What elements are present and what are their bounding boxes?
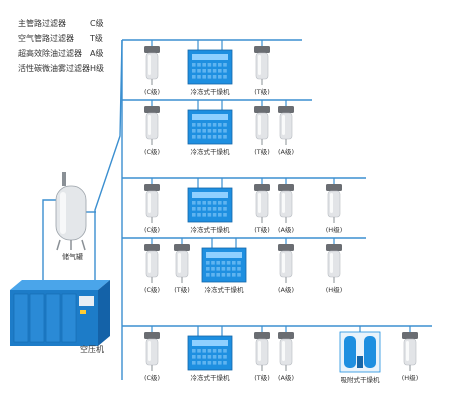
filter-grade-label: (A级) [278,285,294,294]
filter-grade-label: (A级) [278,373,294,382]
filter-grade-label: (C级) [144,225,160,234]
dryer-label: 冷冻式干燥机 [191,87,231,96]
legend-item-name: 活性碳微油雾过滤器 [18,64,90,73]
legend-item-t: 空气管路过滤器 T级 [18,33,138,48]
refrigerated-dryer: 冷冻式干燥机 [187,100,233,156]
filter-grade-label: (C级) [144,87,160,96]
filter-unit: (C级) [144,40,160,96]
branch-rows: (C级) 冷冻式干燥机 (T级) (C级) 冷冻式干燥机 (T级) (A级) (C级) 冷冻式干… [144,40,418,384]
refrigerated-dryer: 冷冻式干燥机 [187,40,233,96]
filter-grade-label: (T级) [254,87,270,96]
legend: 主管路过滤器 C级 空气管路过滤器 T级 超高效除油过滤器 A级 活性碳微油雾过… [18,18,138,78]
branch-row: (C级) 冷冻式干燥机 (T级) (A级) (H级) [144,178,342,234]
filter-unit: (T级) [254,178,270,234]
filter-grade-label: (H级) [326,225,342,234]
filter-unit: (T级) [254,326,270,382]
filter-grade-label: (T级) [254,225,270,234]
filter-unit: (C级) [144,238,160,294]
pipe-segment [94,39,123,282]
pipe-segment [42,199,56,290]
adsorption-dryer: 吸附式干燥机 [339,326,381,384]
dryer-label: 冷冻式干燥机 [191,225,231,234]
dryer-label: 冷冻式干燥机 [191,373,231,382]
tank-label: 储气罐 [62,252,83,261]
legend-item-grade: T级 [90,34,103,43]
filter-unit: (C级) [144,326,160,382]
filter-unit: (C级) [144,100,160,156]
filter-unit: (A级) [278,178,294,234]
refrigerated-dryer: 冷冻式干燥机 [187,326,233,382]
refrigerated-dryer: 冷冻式干燥机 [187,178,233,234]
dryer-label: 冷冻式干燥机 [191,147,231,156]
branch-row: (C级) 冷冻式干燥机 (T级) (A级) 吸附式干燥机 (H级) [144,326,418,384]
filter-grade-label: (A级) [278,147,294,156]
filter-unit: (T级) [174,238,190,294]
refrigerated-dryer: 冷冻式干燥机 [201,238,247,294]
filter-unit: (A级) [278,100,294,156]
legend-item-c: 主管路过滤器 C级 [18,18,138,33]
filter-grade-label: (T级) [254,373,270,382]
legend-item-grade: H级 [90,64,105,73]
filter-unit: (C级) [144,178,160,234]
filter-grade-label: (T级) [254,147,270,156]
filter-unit: (A级) [278,326,294,382]
branch-row: (C级) 冷冻式干燥机 (T级) [144,40,270,96]
filter-unit: (T级) [254,100,270,156]
filter-unit: (H级) [326,178,342,234]
compressor-label: 空压机 [80,344,104,354]
filter-unit: (H级) [402,326,418,382]
filter-grade-label: (C级) [144,373,160,382]
dryer-label: 冷冻式干燥机 [205,285,245,294]
filter-unit: (T级) [254,40,270,96]
filter-grade-label: (A级) [278,225,294,234]
branch-row: (C级) 冷冻式干燥机 (T级) (A级) [144,100,294,156]
branch-row: (C级) (T级) 冷冻式干燥机 (A级) (H级) [144,238,342,294]
filter-unit: (A级) [278,238,294,294]
legend-item-grade: C级 [90,19,104,28]
air-storage-tank [55,172,87,251]
pipe-network [42,39,432,380]
legend-item-name: 空气管路过滤器 [18,34,74,43]
filter-grade-label: (T级) [174,285,190,294]
filter-grade-label: (C级) [144,285,160,294]
dryer-label: 吸附式干燥机 [341,375,381,384]
filter-grade-label: (H级) [402,373,418,382]
filter-grade-label: (C级) [144,147,160,156]
legend-item-a: 超高效除油过滤器 A级 [18,48,138,63]
legend-item-grade: A级 [90,49,104,58]
filter-grade-label: (H级) [326,285,342,294]
legend-item-name: 超高效除油过滤器 [18,49,82,58]
legend-item-h: 活性碳微油雾过滤器 H级 [18,63,138,78]
filter-unit: (H级) [326,238,342,294]
air-compressor [10,280,110,346]
legend-item-name: 主管路过滤器 [18,19,66,28]
